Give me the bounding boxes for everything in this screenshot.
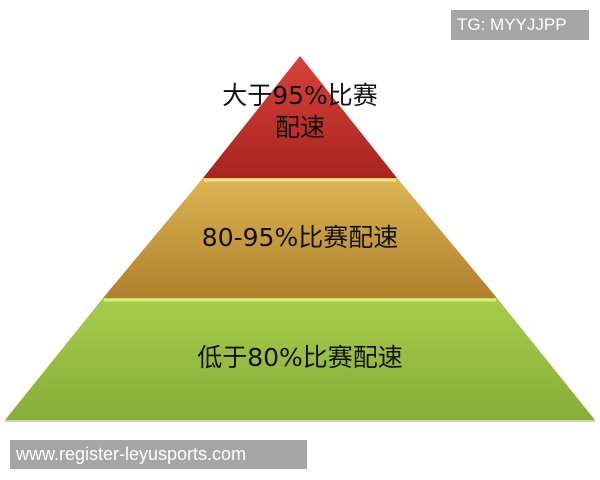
pyramid-tier-top [203,56,397,178]
tier-label-middle: 80-95%比赛配速 [201,223,399,252]
tier-label-top: 大于95%比赛 配速 [200,80,400,144]
tier-label-bottom: 低于80%比赛配速 [197,343,403,372]
pyramid-tier-bottom [5,298,595,420]
watermark-telegram: TG: MYYJJPP [451,10,589,40]
watermark-website: www.register-leyusports.com [10,440,307,469]
tier-label-top-line2: 配速 [274,113,325,142]
tier-label-top-line1: 大于95%比赛 [222,81,378,110]
pyramid-tier-middle [103,178,497,298]
